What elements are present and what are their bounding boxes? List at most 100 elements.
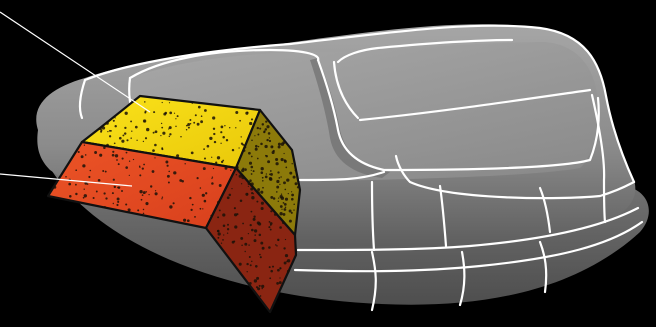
foam-pore <box>278 197 279 198</box>
foam-pore <box>213 168 214 169</box>
foam-pore <box>251 211 253 213</box>
foam-pore <box>251 229 254 232</box>
foam-pore <box>253 170 255 172</box>
foam-pore <box>231 188 232 189</box>
foam-pore <box>153 132 155 134</box>
foam-pore <box>240 199 243 202</box>
foam-pore <box>155 130 158 133</box>
foam-pore <box>280 205 283 208</box>
foam-pore <box>288 193 289 194</box>
foam-pore <box>282 141 285 144</box>
foam-pore <box>190 209 192 211</box>
foam-pore <box>254 135 255 136</box>
foam-pore <box>225 167 228 170</box>
foam-pore <box>283 213 286 216</box>
foam-pore <box>116 159 118 161</box>
foam-pore <box>291 191 292 192</box>
foam-pore <box>113 120 115 122</box>
foam-pore <box>65 176 67 178</box>
foam-pore <box>244 251 245 252</box>
foam-pore <box>251 118 253 120</box>
foam-pore <box>241 244 243 246</box>
foam-pore <box>283 202 285 204</box>
foam-pore <box>272 146 274 148</box>
foam-pore <box>258 146 259 147</box>
foam-pore <box>183 219 186 222</box>
foam-pore <box>180 136 181 137</box>
foam-pore <box>259 254 261 256</box>
foam-pore <box>280 176 281 177</box>
foam-pore <box>293 209 294 210</box>
foam-pore <box>269 137 270 138</box>
foam-pore <box>261 207 264 210</box>
foam-pore <box>197 177 199 179</box>
foam-pore <box>126 139 128 141</box>
foam-pore <box>295 182 298 185</box>
foam-pore <box>278 201 279 202</box>
foam-pore <box>264 145 267 148</box>
foam-pore <box>227 228 229 230</box>
foam-pore <box>277 171 279 173</box>
foam-pore <box>102 170 104 172</box>
foam-pore <box>211 178 212 179</box>
foam-pore <box>187 219 190 222</box>
foam-pore <box>295 170 296 171</box>
foam-pore <box>128 208 131 211</box>
foam-pore <box>235 166 238 169</box>
foam-pore <box>287 270 290 273</box>
foam-pore <box>277 269 280 272</box>
foam-pore <box>241 136 242 137</box>
foam-pore <box>261 167 264 170</box>
foam-pore <box>222 136 225 139</box>
foam-pore <box>269 140 271 142</box>
foam-pore <box>291 212 293 214</box>
foam-pore <box>114 142 116 144</box>
foam-pore <box>106 144 109 147</box>
foam-pore <box>81 155 84 158</box>
foam-pore <box>168 171 170 173</box>
foam-pore <box>235 127 236 128</box>
foam-pore <box>270 196 273 199</box>
foam-pore <box>161 127 163 129</box>
foam-pore <box>275 158 278 161</box>
foam-pore <box>202 208 203 209</box>
foam-pore <box>143 164 145 166</box>
foam-pore <box>124 132 126 134</box>
foam-pore <box>283 181 286 184</box>
foam-pore <box>293 176 296 179</box>
foam-pore <box>122 134 124 136</box>
foam-pore <box>276 245 277 246</box>
foam-pore <box>254 229 257 232</box>
foam-pore <box>203 148 205 150</box>
foam-pore <box>211 157 212 158</box>
foam-pore <box>278 143 281 146</box>
foam-pore <box>232 149 234 151</box>
foam-pore <box>125 203 127 205</box>
foam-pore <box>155 190 156 191</box>
foam-pore <box>272 210 274 212</box>
foam-pore <box>167 175 170 178</box>
foam-pore <box>291 194 294 197</box>
foam-pore <box>239 175 242 178</box>
foam-pore <box>198 106 201 109</box>
foam-pore <box>137 209 139 211</box>
foam-pore <box>251 166 254 169</box>
foam-pore <box>266 173 267 174</box>
foam-pore <box>104 206 106 208</box>
foam-pore <box>262 187 264 189</box>
foam-pore <box>181 180 184 183</box>
foam-pore <box>217 201 220 204</box>
foam-pore <box>265 155 267 157</box>
foam-pore <box>255 148 258 151</box>
foam-pore <box>142 167 144 169</box>
foam-pore <box>169 112 172 115</box>
foam-pore <box>248 182 251 185</box>
foam-pore <box>292 163 293 164</box>
foam-pore <box>152 170 155 173</box>
foam-pore <box>143 119 146 122</box>
foam-pore <box>118 186 121 189</box>
foam-pore <box>260 256 262 258</box>
foam-pore <box>169 205 172 208</box>
foam-pore <box>278 177 280 179</box>
foam-pore <box>259 128 261 130</box>
